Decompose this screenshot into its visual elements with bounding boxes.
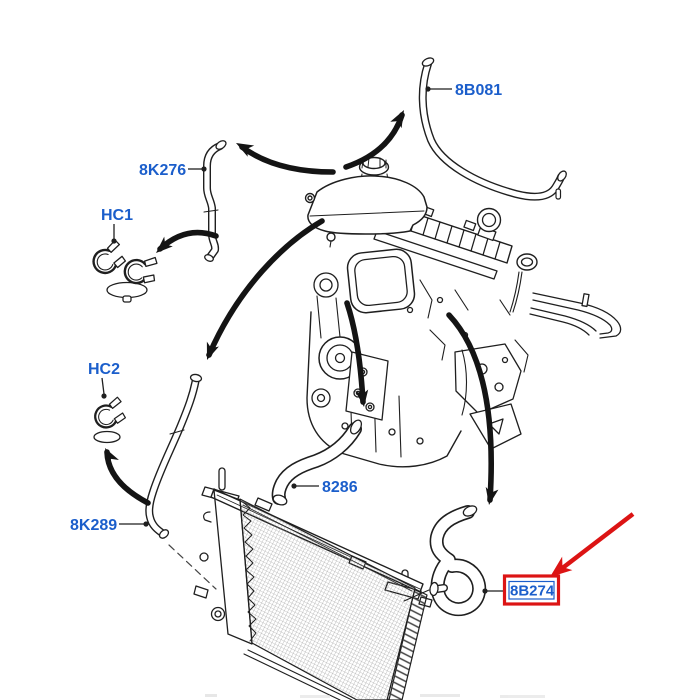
expansion-tank-illustration [304, 156, 428, 248]
hose-clamp-mark [203, 209, 219, 213]
connector-line [403, 589, 430, 602]
label-hc1[interactable]: HC1 [101, 207, 133, 244]
hose-8b274 [429, 505, 487, 617]
part-number-text[interactable]: 8B274 [510, 583, 555, 600]
part-number-text[interactable]: HC1 [101, 207, 133, 224]
part-number-text[interactable]: 8286 [322, 479, 358, 496]
part-number-text[interactable]: HC2 [88, 361, 120, 378]
leader-dot [111, 238, 117, 244]
part-number-text[interactable]: 8B081 [455, 82, 502, 99]
leader-dot [482, 588, 488, 594]
label-8k276[interactable]: 8K276 [139, 162, 207, 179]
leader-dot [201, 166, 207, 172]
label-8286[interactable]: 8286 [291, 479, 358, 496]
leader-dot [291, 483, 297, 489]
hose-8286 [271, 419, 363, 506]
leader-dot [143, 521, 149, 527]
label-8k289[interactable]: 8K289 [70, 517, 149, 534]
label-8b274-highlighted[interactable]: 8B274 [482, 574, 561, 606]
label-hc2[interactable]: HC2 [88, 361, 120, 399]
leader-dot [101, 393, 107, 399]
scan-artifact [205, 694, 545, 698]
hose-8b081 [418, 57, 567, 201]
radiator-illustration [168, 467, 433, 700]
part-number-text[interactable]: 8K276 [139, 162, 186, 179]
label-8b081[interactable]: 8B081 [425, 82, 502, 99]
red-pointer-arrow [550, 512, 635, 577]
direction-arrows [104, 110, 499, 506]
engine-illustration [306, 205, 622, 468]
hose-8k276 [203, 140, 227, 262]
hose-8k289 [145, 373, 203, 539]
leader-dot [425, 86, 431, 92]
hose-clamp-mark [169, 429, 185, 435]
clip-hc2 [90, 395, 128, 444]
part-number-text[interactable]: 8K289 [70, 517, 117, 534]
highlight-box-blue [508, 580, 555, 600]
clip-hc1 [87, 238, 159, 303]
dashed-locator-line [168, 544, 217, 590]
